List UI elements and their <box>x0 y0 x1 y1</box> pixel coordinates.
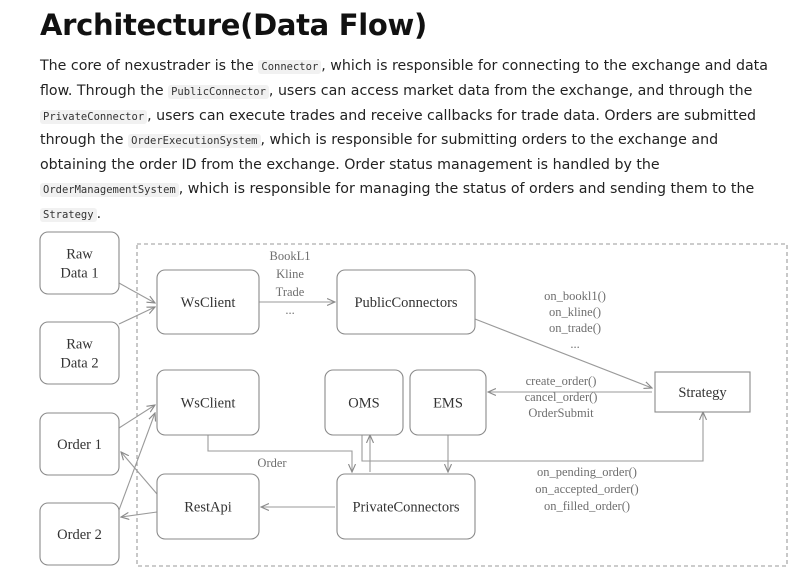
edge-label-order-cmds: create_order() <box>526 374 597 388</box>
paragraph-text: , users can execute trades and receive c… <box>40 107 757 149</box>
page-title: Architecture(Data Flow) <box>40 8 427 42</box>
node-label: EMS <box>433 396 463 412</box>
edge-label-callbacks: on_kline() <box>549 305 601 319</box>
node-box <box>39 321 120 385</box>
edge-restapi-order1 <box>121 452 158 495</box>
node-box <box>336 473 476 540</box>
edge-label-callbacks: ... <box>570 337 579 351</box>
node-box <box>39 502 120 566</box>
node-label: Strategy <box>678 385 727 401</box>
node-label: Order 2 <box>57 527 102 543</box>
node-label: RestApi <box>184 500 232 516</box>
edge-label-order-cmds: cancel_order() <box>525 390 598 404</box>
node-label: Order 1 <box>57 437 102 453</box>
edge-label-order-callbacks: on_filled_order() <box>544 499 630 513</box>
node-box <box>156 269 260 335</box>
paragraph-text: , which is responsible for managing the … <box>178 180 755 197</box>
edge-label-order-flow: Order <box>257 456 287 470</box>
node-label: Data 2 <box>60 356 98 372</box>
node-public: PublicConnectors <box>336 269 476 335</box>
node-private: PrivateConnectors <box>336 473 476 540</box>
node-label: Raw <box>66 337 93 353</box>
inline-code: PrivateConnector <box>40 109 148 124</box>
intro-paragraph: The core of nexustrader is the Connector… <box>40 55 770 228</box>
paragraph-text: , which is responsible for connecting to… <box>40 58 768 99</box>
edge-oms-strategy <box>361 412 703 462</box>
edge-label-order-callbacks: on_accepted_order() <box>535 482 638 496</box>
edge-public-strategy <box>474 318 652 388</box>
node-order1: Order 1 <box>39 412 120 476</box>
edge-label-order-callbacks: on_pending_order() <box>537 465 637 479</box>
edge-label-callbacks: on_bookl1() <box>544 289 606 303</box>
edge-label-market: Trade <box>276 285 305 299</box>
node-box <box>39 412 120 476</box>
inline-code: PublicConnector <box>168 84 269 99</box>
edges <box>118 282 703 517</box>
node-label: OMS <box>348 396 379 412</box>
node-box <box>409 369 487 436</box>
node-ws2: WsClient <box>156 369 260 436</box>
node-box <box>336 269 476 335</box>
node-oms: OMS <box>324 369 404 436</box>
edge-ws2-private <box>207 435 352 472</box>
connector-boundary <box>136 243 788 567</box>
inline-code: Strategy <box>40 207 97 222</box>
node-label: Data 1 <box>60 266 98 282</box>
edge-order2-ws2 <box>118 413 155 511</box>
edge-label-market: Kline <box>276 267 304 281</box>
inline-code: OrderExecutionSystem <box>128 134 261 149</box>
edge-label-market: BookL1 <box>270 249 311 263</box>
node-box <box>654 371 751 413</box>
edge-restapi-order2 <box>121 511 158 517</box>
node-label: PublicConnectors <box>354 295 457 311</box>
edge-label-order-cmds: OrderSubmit <box>528 406 594 420</box>
node-label: WsClient <box>181 396 236 412</box>
node-label: Raw <box>66 247 93 263</box>
edge-raw1-ws1 <box>118 282 155 303</box>
node-box <box>156 369 260 436</box>
edge-raw2-ws1 <box>118 307 155 325</box>
paragraph-text: The core of nexustrader is the <box>40 58 259 74</box>
inline-code: OrderManagementSystem <box>40 182 179 197</box>
node-ems: EMS <box>409 369 487 436</box>
paragraph-text: . <box>96 205 102 222</box>
node-strategy: Strategy <box>654 371 751 413</box>
edge-label-market: ... <box>285 303 294 317</box>
edge-label-callbacks: on_trade() <box>549 321 601 335</box>
node-order2: Order 2 <box>39 502 120 566</box>
node-restapi: RestApi <box>156 473 260 540</box>
node-box <box>39 231 120 295</box>
node-box <box>324 369 404 436</box>
node-ws1: WsClient <box>156 269 260 335</box>
inline-code: Connector <box>258 60 322 74</box>
node-label: PrivateConnectors <box>352 500 459 516</box>
paragraph-text: , which is responsible for submitting or… <box>40 132 719 174</box>
node-box <box>156 473 260 540</box>
paragraph-text: , users can access market data from the … <box>268 82 753 99</box>
node-label: WsClient <box>181 295 236 311</box>
edge-order1-ws2 <box>118 405 155 429</box>
